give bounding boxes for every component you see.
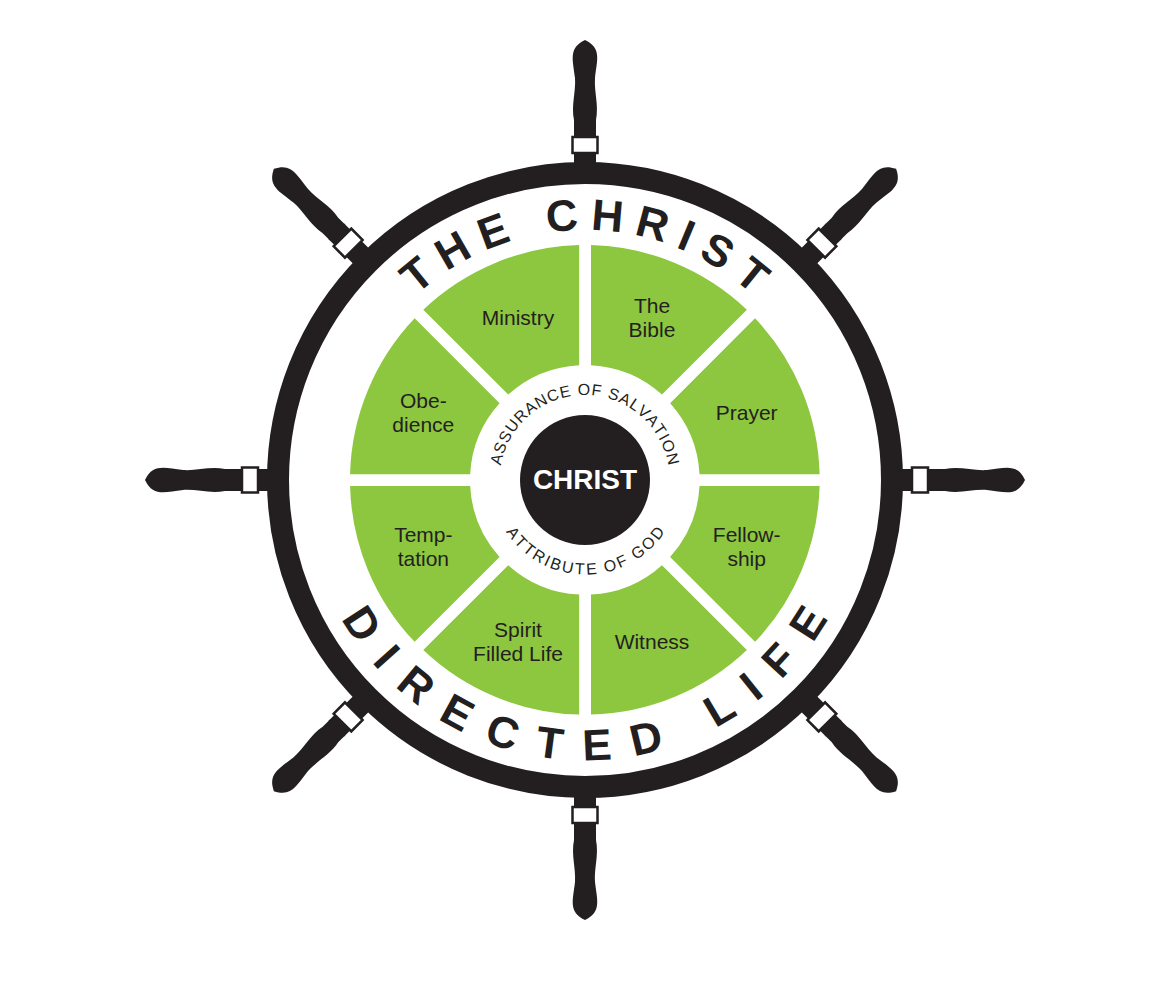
arc-letter: R xyxy=(632,199,674,250)
arc-letter: D xyxy=(626,713,667,763)
arc-letter: U xyxy=(560,559,574,577)
arc-letter: L xyxy=(697,682,743,734)
arc-letter: D xyxy=(335,598,389,649)
arc-letter: T xyxy=(728,249,777,300)
segment-label: Prayer xyxy=(716,401,778,425)
segment-label: The Bible xyxy=(616,294,688,342)
segment-label: Spirit Filled Life xyxy=(470,618,567,666)
segment-shape xyxy=(666,314,820,480)
segment-fill xyxy=(350,318,499,474)
wheel-title: DIRECTED LIFE xyxy=(329,590,841,778)
ring-label: ATTRIBUTE OF GOD xyxy=(501,521,670,581)
segment-label: Witness xyxy=(615,630,690,654)
arc-letter: I xyxy=(733,665,770,707)
segment-label: Temp- tation xyxy=(387,523,459,571)
arc-letter: N xyxy=(663,452,681,467)
arc-letter: T xyxy=(574,562,585,579)
wheel-handles xyxy=(145,40,1025,920)
arc-letter: E xyxy=(434,686,481,739)
segment-label: Ministry xyxy=(482,306,554,330)
segment-fill xyxy=(670,318,819,474)
arc-letter: E xyxy=(472,206,515,257)
arc-letter xyxy=(516,199,538,245)
arc-letter xyxy=(571,382,577,398)
wheel-title: THE CHRIST xyxy=(384,183,785,308)
arc-letter: T xyxy=(534,719,566,766)
arc-letter xyxy=(671,703,699,748)
arc-letter: T xyxy=(393,249,442,300)
center-label: CHRIST xyxy=(533,466,637,494)
arc-letter: F xyxy=(754,635,805,685)
center-circle: CHRIST xyxy=(520,415,650,545)
wheel-segment: Witness xyxy=(585,561,751,715)
arc-letter: O xyxy=(578,382,591,398)
segment-label: Fellow- ship xyxy=(708,523,786,571)
wheel-segment: Obe- dience xyxy=(350,314,504,480)
arc-letter: E xyxy=(585,561,597,578)
arc-letter: E xyxy=(782,598,835,646)
arc-letter: C xyxy=(544,193,579,240)
arc-letter: E xyxy=(558,383,572,401)
arc-letter: C xyxy=(481,706,525,758)
arc-letter: E xyxy=(582,722,613,767)
arc-letter: H xyxy=(428,223,477,277)
arc-letter: F xyxy=(591,382,603,399)
wheel-segment: Prayer xyxy=(666,314,820,480)
ship-wheel: Ministry The BiblePrayerFellow- shipWitne… xyxy=(267,162,903,798)
ring-label: ASSURANCE OF SALVATION xyxy=(485,378,684,472)
arc-letter: R xyxy=(390,658,442,712)
arc-letter: S xyxy=(694,224,741,277)
arc-letter: H xyxy=(590,193,625,240)
arc-letter: I xyxy=(673,213,701,258)
arc-letter: I xyxy=(367,637,408,675)
segment-label: Obe- dience xyxy=(388,389,458,437)
